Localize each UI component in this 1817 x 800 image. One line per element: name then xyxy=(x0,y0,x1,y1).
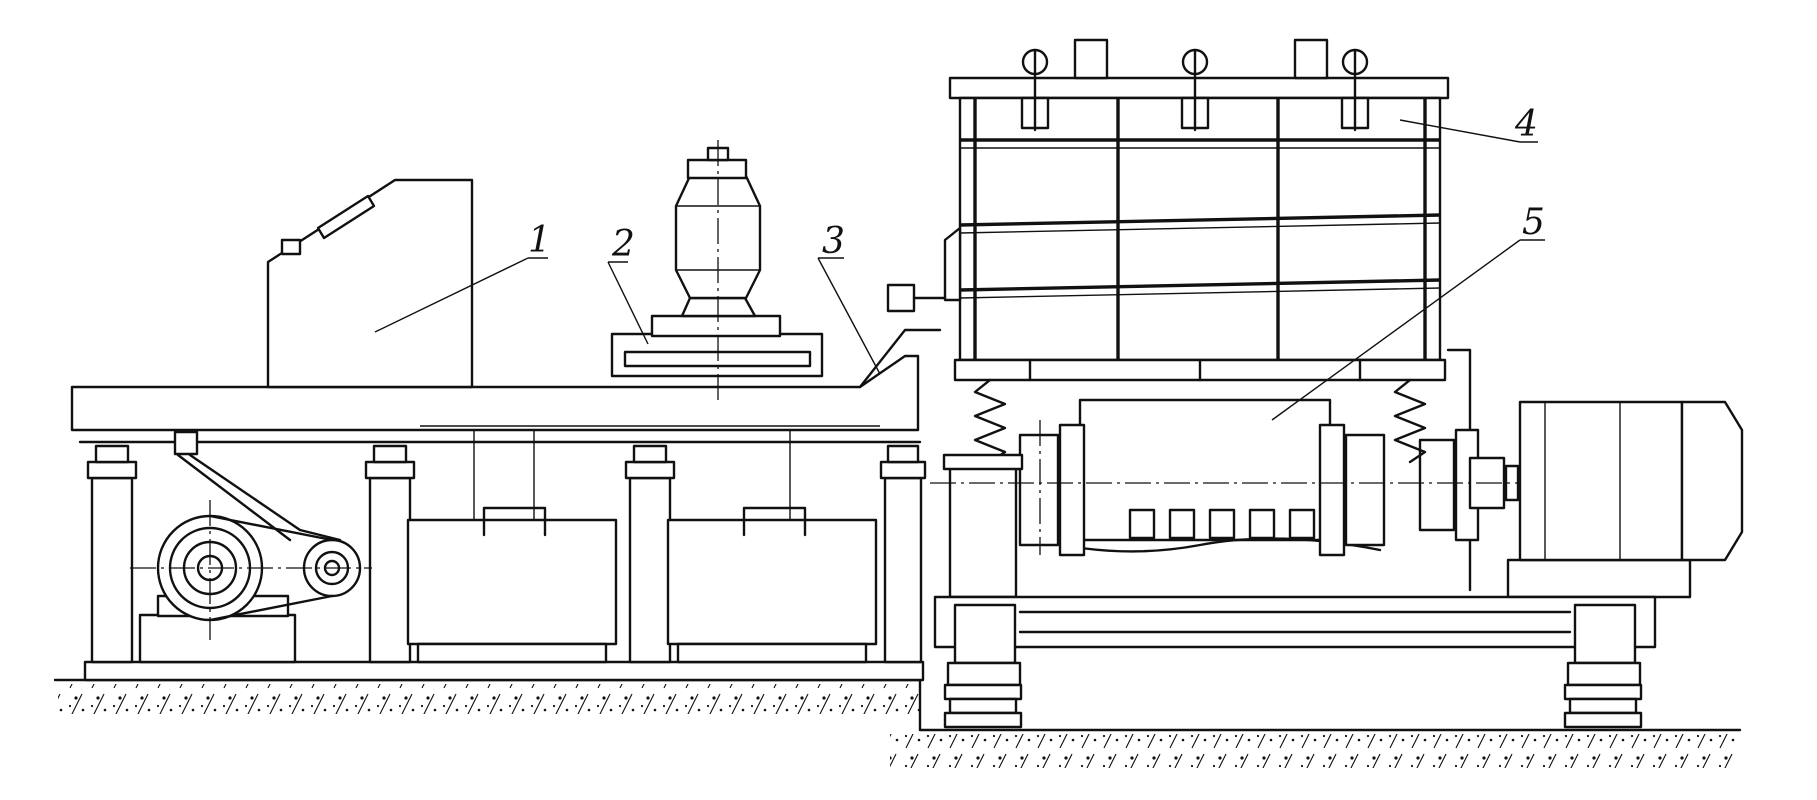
base-frame xyxy=(78,440,927,682)
callout-3: 3 xyxy=(822,221,845,262)
belt-drive xyxy=(130,430,372,664)
water-tanks xyxy=(406,430,878,664)
vibro-drive xyxy=(930,378,1740,599)
control-cabinet xyxy=(266,178,474,389)
electric-motor xyxy=(1506,400,1744,599)
vibrating-frame xyxy=(933,595,1657,729)
callout-2: 2 xyxy=(611,224,635,265)
callout-leaders xyxy=(374,119,1545,421)
callout-1: 1 xyxy=(528,220,551,261)
feed-conveyor xyxy=(70,328,942,432)
vertical-motor xyxy=(610,140,824,405)
mixer-drum xyxy=(886,38,1472,592)
ground xyxy=(53,678,1742,768)
callout-5: 5 xyxy=(1522,202,1545,243)
callout-4: 4 xyxy=(1514,104,1538,145)
